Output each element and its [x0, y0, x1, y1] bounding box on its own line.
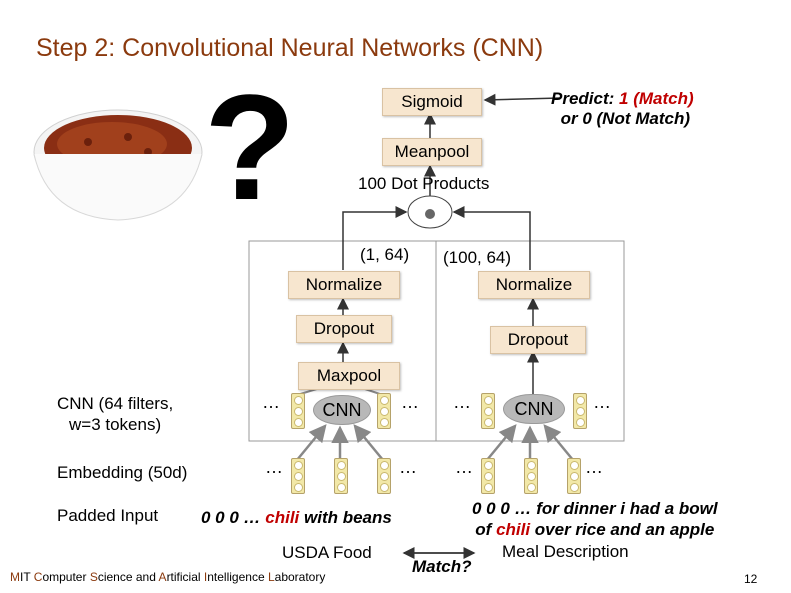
ellipsis: …	[265, 457, 283, 477]
question-mark-icon: ?	[204, 63, 296, 231]
meal-input-text: 0 0 0 … for dinner i had a bowl of chili…	[472, 498, 718, 540]
food-input-keyword: chili	[265, 508, 300, 527]
predict-match-value: 1 (Match)	[619, 89, 694, 108]
embedding-cell	[291, 458, 305, 494]
footer-text: cience and	[97, 570, 159, 584]
embedding-layer-label: Embedding (50d)	[57, 463, 188, 482]
ellipsis: …	[399, 457, 417, 477]
footer-letter: M	[10, 570, 20, 584]
footer-letter: C	[33, 570, 43, 584]
meanpool-node: Meanpool	[382, 138, 482, 166]
footer-text: ntelligence	[207, 570, 268, 584]
cnn-right-node: CNN	[503, 394, 565, 424]
embedding-cell	[567, 458, 581, 494]
footer-letter: I	[203, 570, 208, 584]
footer-text: omputer	[42, 570, 90, 584]
meal-input-line2-prefix: of	[475, 520, 497, 539]
embedding-cell	[481, 458, 495, 494]
dot-products-label: 100 Dot Products	[358, 174, 490, 193]
dropout-right-node: Dropout	[490, 326, 586, 354]
food-input-text: 0 0 0 … chili with beans	[201, 508, 392, 528]
sigmoid-node: Sigmoid	[382, 88, 482, 116]
footer-text: IT	[20, 570, 34, 584]
dim-right-label: (100, 64)	[443, 248, 512, 267]
cnn-output-cell	[377, 393, 391, 429]
page-number: 12	[744, 572, 758, 586]
footer-letter: L	[267, 570, 275, 584]
predict-label: Predict: 1 (Match) or 0 (Not Match)	[551, 89, 694, 129]
footer-text: aboratory	[274, 570, 326, 584]
ellipsis: …	[453, 392, 471, 412]
footer-text: rtificial	[166, 570, 204, 584]
food-input-suffix: with beans	[299, 508, 392, 527]
ellipsis: …	[401, 392, 419, 412]
embedding-cell	[334, 458, 348, 494]
meal-input-keyword: chili	[496, 520, 531, 539]
embedding-cell	[524, 458, 538, 494]
footer-lab-name: MIT Computer Science and Artificial Inte…	[10, 570, 325, 584]
ellipsis: …	[585, 457, 603, 477]
footer-letter: S	[89, 570, 98, 584]
meal-input-line1: 0 0 0 … for dinner i had a bowl	[472, 499, 718, 518]
ellipsis: …	[262, 392, 280, 412]
dim-left-label: (1, 64)	[360, 245, 410, 264]
ellipsis: …	[455, 457, 473, 477]
cnn-layer-label: CNN (64 filters, w=3 tokens)	[57, 393, 173, 435]
usda-food-label: USDA Food	[282, 543, 372, 562]
footer-letter: A	[158, 570, 167, 584]
cnn-left-node: CNN	[313, 395, 371, 425]
dropout-left-node: Dropout	[296, 315, 392, 343]
cnn-output-cell	[573, 393, 587, 429]
normalize-right-node: Normalize	[478, 271, 590, 299]
ellipsis: …	[593, 392, 611, 412]
food-input-prefix: 0 0 0 …	[201, 508, 266, 527]
match-question-label: Match?	[412, 557, 472, 576]
meal-description-label: Meal Description	[502, 542, 629, 561]
maxpool-node: Maxpool	[298, 362, 400, 390]
embedding-cell	[377, 458, 391, 494]
padded-input-label: Padded Input	[57, 506, 159, 525]
chili-bowl-image	[28, 92, 208, 227]
meal-input-line2-suffix: over rice and an apple	[530, 520, 715, 539]
cnn-output-cell	[481, 393, 495, 429]
predict-prefix: Predict:	[551, 89, 620, 108]
cnn-layer-label-line1: CNN (64 filters,	[57, 394, 174, 413]
slide-title: Step 2: Convolutional Neural Networks (C…	[36, 34, 544, 62]
bowl-drawing	[33, 109, 203, 221]
predict-line2: or 0 (Not Match)	[560, 109, 691, 128]
cnn-output-cell	[291, 393, 305, 429]
normalize-left-node: Normalize	[288, 271, 400, 299]
cnn-layer-label-line2: w=3 tokens)	[69, 415, 162, 434]
